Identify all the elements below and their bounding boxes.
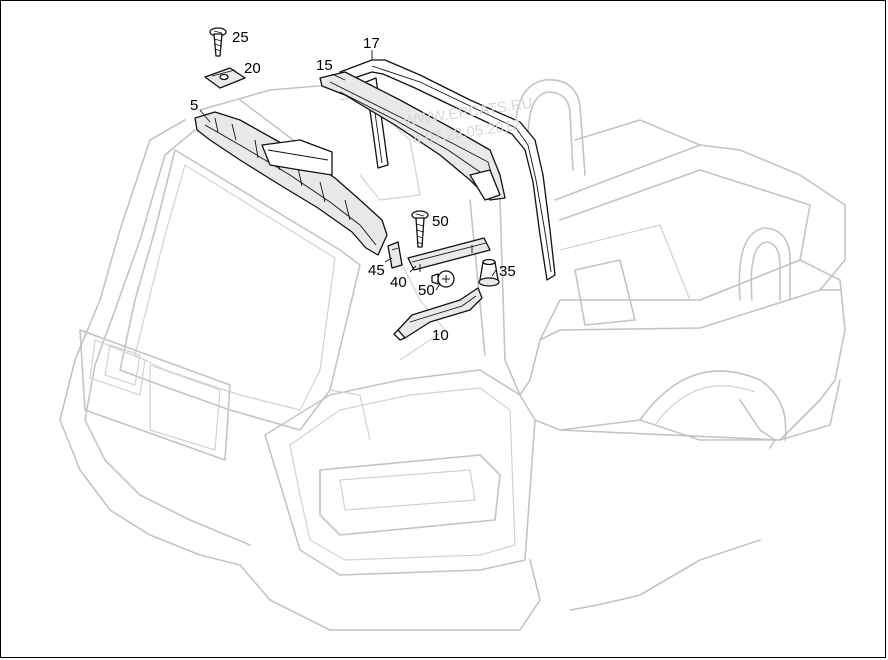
part-10-lower-trim xyxy=(393,287,483,341)
callout-40: 40 xyxy=(390,274,407,291)
part-20-clip-nut xyxy=(204,67,246,89)
part-25-screw xyxy=(209,27,227,57)
callout-50-upper: 50 xyxy=(432,213,449,230)
callout-15: 15 xyxy=(316,57,333,74)
callout-labels: 25 20 5 15 17 50 45 40 50 35 10 xyxy=(190,29,516,344)
part-50-screw-lower xyxy=(431,270,455,288)
callout-5: 5 xyxy=(190,97,198,114)
part-15-windshield-rail xyxy=(319,71,506,201)
callout-20: 20 xyxy=(244,60,261,77)
leader-lines xyxy=(199,50,497,291)
vehicle-body-ghost xyxy=(59,79,846,631)
part-50-screw-upper xyxy=(411,210,429,248)
callout-45: 45 xyxy=(368,262,385,279)
callout-35: 35 xyxy=(499,263,516,280)
callout-17: 17 xyxy=(363,35,380,52)
part-45-clip xyxy=(387,241,403,269)
part-5-header-panel xyxy=(194,111,388,256)
callout-10: 10 xyxy=(432,327,449,344)
callout-25: 25 xyxy=(232,29,249,46)
part-35-grommet xyxy=(478,258,500,287)
callout-50-lower: 50 xyxy=(418,282,435,299)
part-40-trim-strip xyxy=(407,237,491,272)
